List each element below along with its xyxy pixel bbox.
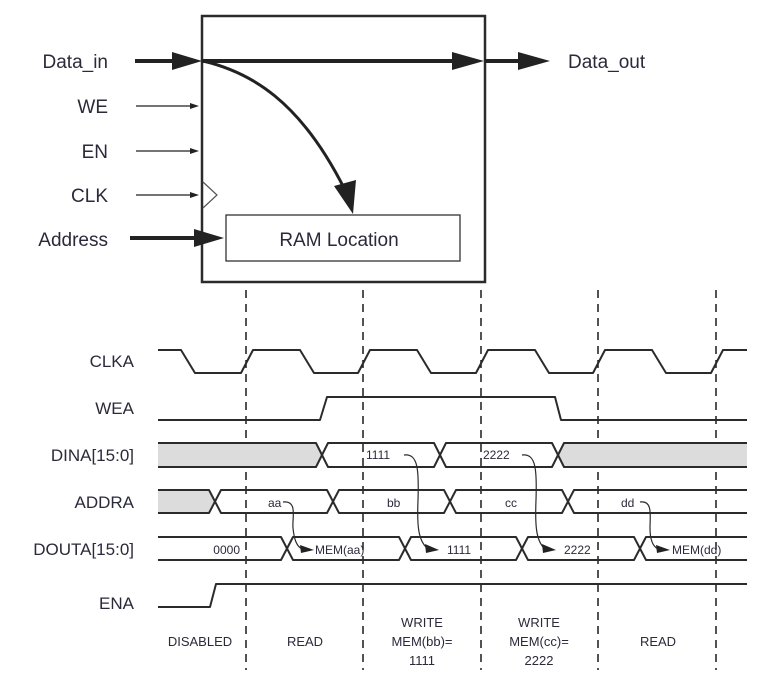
signal-label-ena: ENA — [99, 594, 135, 613]
data-through-arrow-icon — [452, 52, 484, 70]
arrowhead-icon — [542, 544, 556, 553]
addra-value: aa — [268, 496, 282, 510]
timing-diagram: CLKA WEA DINA[15:0] ADDRA DOUTA[15:0] EN… — [33, 290, 747, 670]
input-label-address: Address — [38, 230, 108, 251]
addr-to-dout-arrow — [639, 501, 659, 550]
arrowhead-icon — [300, 545, 314, 553]
input-label-we: WE — [77, 97, 108, 118]
phase-label-write-line3: 2222 — [525, 653, 554, 668]
din-to-dout-arrow — [403, 454, 428, 549]
phase-labels: DISABLED READ WRITE MEM(bb)= 1111 WRITE … — [168, 615, 676, 668]
douta-value: 2222 — [564, 543, 591, 557]
addra-waveform: aa bb cc dd — [158, 489, 747, 514]
phase-label-read: READ — [287, 634, 323, 649]
block-diagram: Data_in Data_out WE EN CLK Address RAM L… — [38, 14, 646, 284]
phase-label-write-line1: WRITE — [518, 615, 560, 630]
phase-label-read: READ — [640, 634, 676, 649]
douta-value: MEM(dd) — [672, 543, 721, 557]
signal-label-addra: ADDRA — [74, 493, 134, 512]
address-arrow-icon — [194, 229, 224, 247]
dina-value: 1111 — [366, 448, 390, 462]
ram-block-outline — [200, 14, 487, 284]
arrowhead-icon — [425, 544, 439, 553]
arrowhead-icon — [656, 545, 670, 553]
addra-undefined-region — [158, 490, 216, 513]
phase-label-write-line3: 1111 — [409, 653, 435, 668]
causality-arrows — [282, 454, 670, 553]
ram-location-label: RAM Location — [279, 230, 398, 251]
output-label-data-out: Data_out — [568, 52, 646, 73]
douta-value: 0000 — [213, 543, 240, 557]
signal-label-dina: DINA[15:0] — [51, 446, 134, 465]
dina-undefined-region — [557, 443, 747, 467]
clock-input-triangle-icon — [202, 181, 218, 209]
addra-value: bb — [387, 496, 401, 510]
signal-label-douta: DOUTA[15:0] — [33, 540, 134, 559]
signal-label-clka: CLKA — [90, 352, 135, 371]
clk-arrow-icon — [190, 192, 199, 198]
signal-label-wea: WEA — [95, 399, 134, 418]
phase-label-disabled: DISABLED — [168, 634, 232, 649]
ena-waveform — [158, 583, 747, 608]
input-label-en: EN — [82, 142, 108, 163]
addra-value: dd — [621, 496, 634, 510]
addra-value: cc — [505, 496, 517, 510]
wea-waveform — [158, 396, 747, 421]
input-label-clk: CLK — [71, 186, 108, 207]
douta-value: MEM(aa) — [315, 543, 364, 557]
douta-waveform: 0000 MEM(aa) 1111 2222 MEM(dd) — [158, 536, 747, 561]
phase-label-write-line1: WRITE — [401, 615, 443, 630]
phase-label-write-line2: MEM(cc)= — [509, 634, 569, 649]
data-out-arrow-icon — [518, 52, 550, 70]
write-path-curve — [202, 59, 347, 191]
phase-label-write-line2: MEM(bb)= — [391, 634, 452, 649]
dina-waveform: 1111 2222 — [158, 442, 747, 468]
write-path-arrow-icon — [334, 180, 356, 214]
en-arrow-icon — [190, 148, 199, 154]
douta-value: 1111 — [447, 543, 471, 557]
ram-location-box — [225, 214, 461, 262]
dina-undefined-region — [158, 443, 323, 467]
data-in-arrow-icon — [172, 52, 202, 70]
input-label-data-in: Data_in — [43, 52, 109, 73]
dina-value: 2222 — [483, 448, 510, 462]
addr-to-dout-arrow — [282, 501, 303, 550]
din-to-dout-arrow — [521, 454, 545, 549]
clka-waveform — [158, 349, 747, 374]
we-arrow-icon — [190, 103, 199, 109]
